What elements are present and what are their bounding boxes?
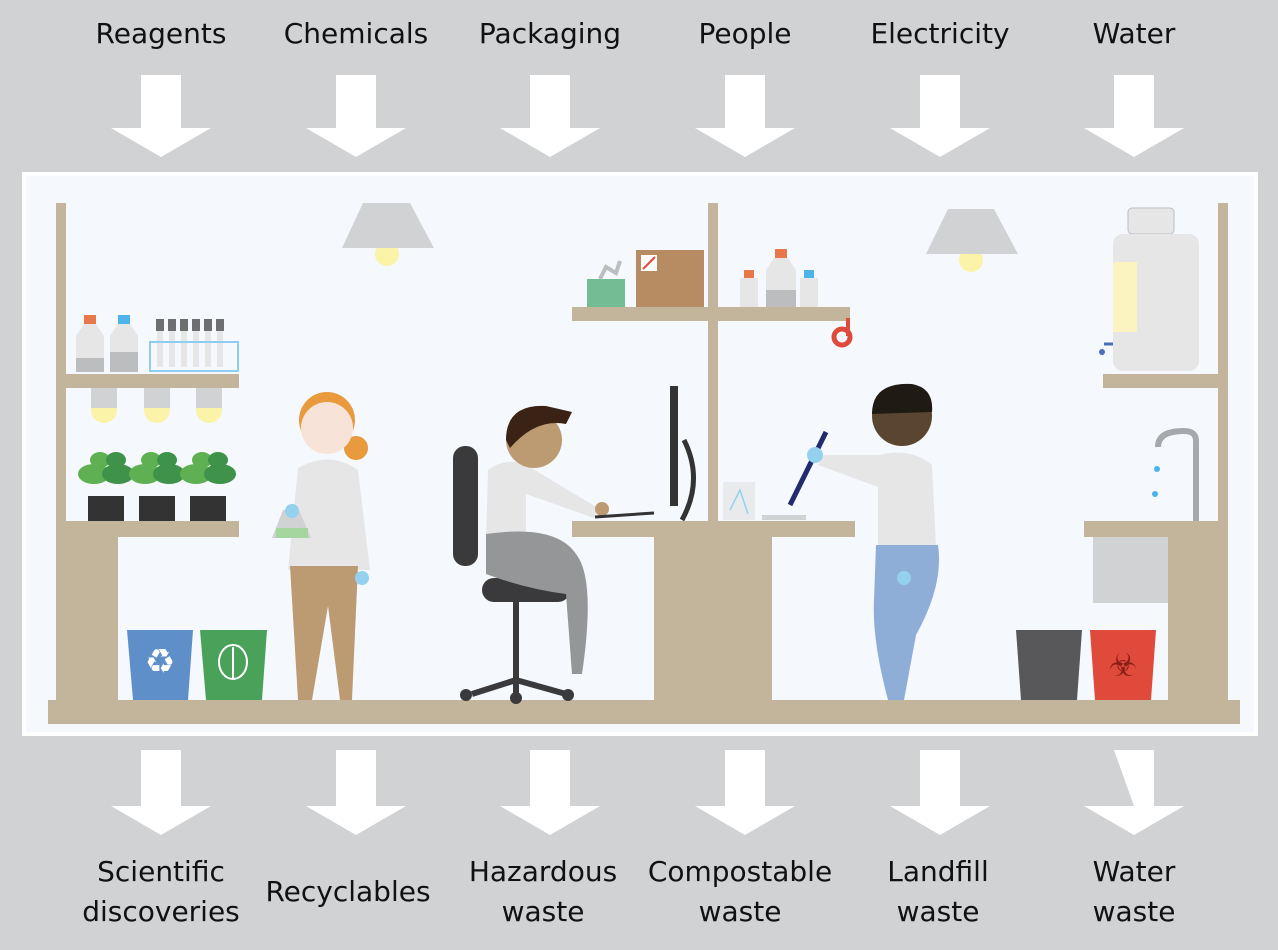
arrow-down-icon (890, 750, 990, 835)
arrow-down-icon (500, 750, 600, 835)
label-line: Recyclables (265, 875, 431, 908)
output-label-recyclables: Recyclables (238, 872, 458, 912)
cardboard-box (636, 250, 704, 307)
petri-dish (762, 515, 806, 520)
input-label-people: People (698, 17, 792, 50)
office-chair (453, 446, 574, 704)
label-line: Water (1092, 855, 1176, 888)
arrow-down-icon (1084, 75, 1184, 157)
arrow-down-icon (111, 75, 211, 157)
biohazard-bin: ☣ (1090, 630, 1156, 700)
arrow-down-icon (306, 750, 406, 835)
arrow-down-icon (1084, 750, 1184, 835)
reagent-bottles (76, 315, 239, 372)
label-line: Compostable (647, 855, 833, 888)
landfill-bin (1016, 630, 1082, 700)
input-label-water: Water (1092, 17, 1176, 50)
scientist-seated (486, 405, 655, 674)
sink-faucet (1093, 427, 1199, 603)
furniture (48, 203, 1240, 724)
arrow-down-icon (111, 750, 211, 835)
label-line: waste (896, 895, 980, 928)
potted-plants (78, 452, 236, 521)
arrow-down-icon (695, 75, 795, 157)
label-line: Landfill (887, 855, 989, 888)
label-line: Scientific (97, 855, 225, 888)
input-arrows (111, 75, 1184, 157)
svg-text:☣: ☣ (1109, 646, 1138, 684)
grow-lights (91, 388, 222, 423)
tissue-box (587, 260, 625, 307)
output-label-compostable-waste: Compostable waste (630, 852, 850, 932)
input-label-packaging: Packaging (478, 17, 622, 50)
svg-text:♻: ♻ (145, 642, 175, 682)
output-label-landfill-waste: Landfill waste (828, 852, 1048, 932)
lamp-icon (342, 203, 434, 266)
output-label-hazardous-waste: Hazardous waste (433, 852, 653, 932)
scientist-standing (787, 383, 940, 700)
label-line: waste (698, 895, 782, 928)
output-label-water-waste: Water waste (1024, 852, 1244, 932)
label-line: waste (501, 895, 585, 928)
input-label-chemicals: Chemicals (283, 17, 429, 50)
beaker (723, 482, 755, 520)
input-label-reagents: Reagents (95, 17, 227, 50)
output-label-scientific-discoveries: Scientific discoveries (51, 852, 271, 932)
recycling-bin: ♻ (127, 630, 193, 700)
label-line: waste (1092, 895, 1176, 928)
chemical-bottles (740, 249, 818, 307)
input-label-electricity: Electricity (870, 17, 1010, 50)
tape-dispenser (831, 318, 853, 348)
arrow-down-icon (695, 750, 795, 835)
scientist-woman (272, 392, 370, 700)
label-line: Hazardous (468, 855, 618, 888)
compost-bin (200, 630, 267, 700)
arrow-down-icon (890, 75, 990, 157)
arrow-down-icon (500, 75, 600, 157)
lamp-icon (926, 209, 1018, 272)
label-line: discoveries (82, 895, 240, 928)
arrow-down-icon (306, 75, 406, 157)
computer-monitor (670, 386, 696, 522)
output-arrows (111, 750, 1184, 835)
water-jug (1099, 207, 1199, 371)
